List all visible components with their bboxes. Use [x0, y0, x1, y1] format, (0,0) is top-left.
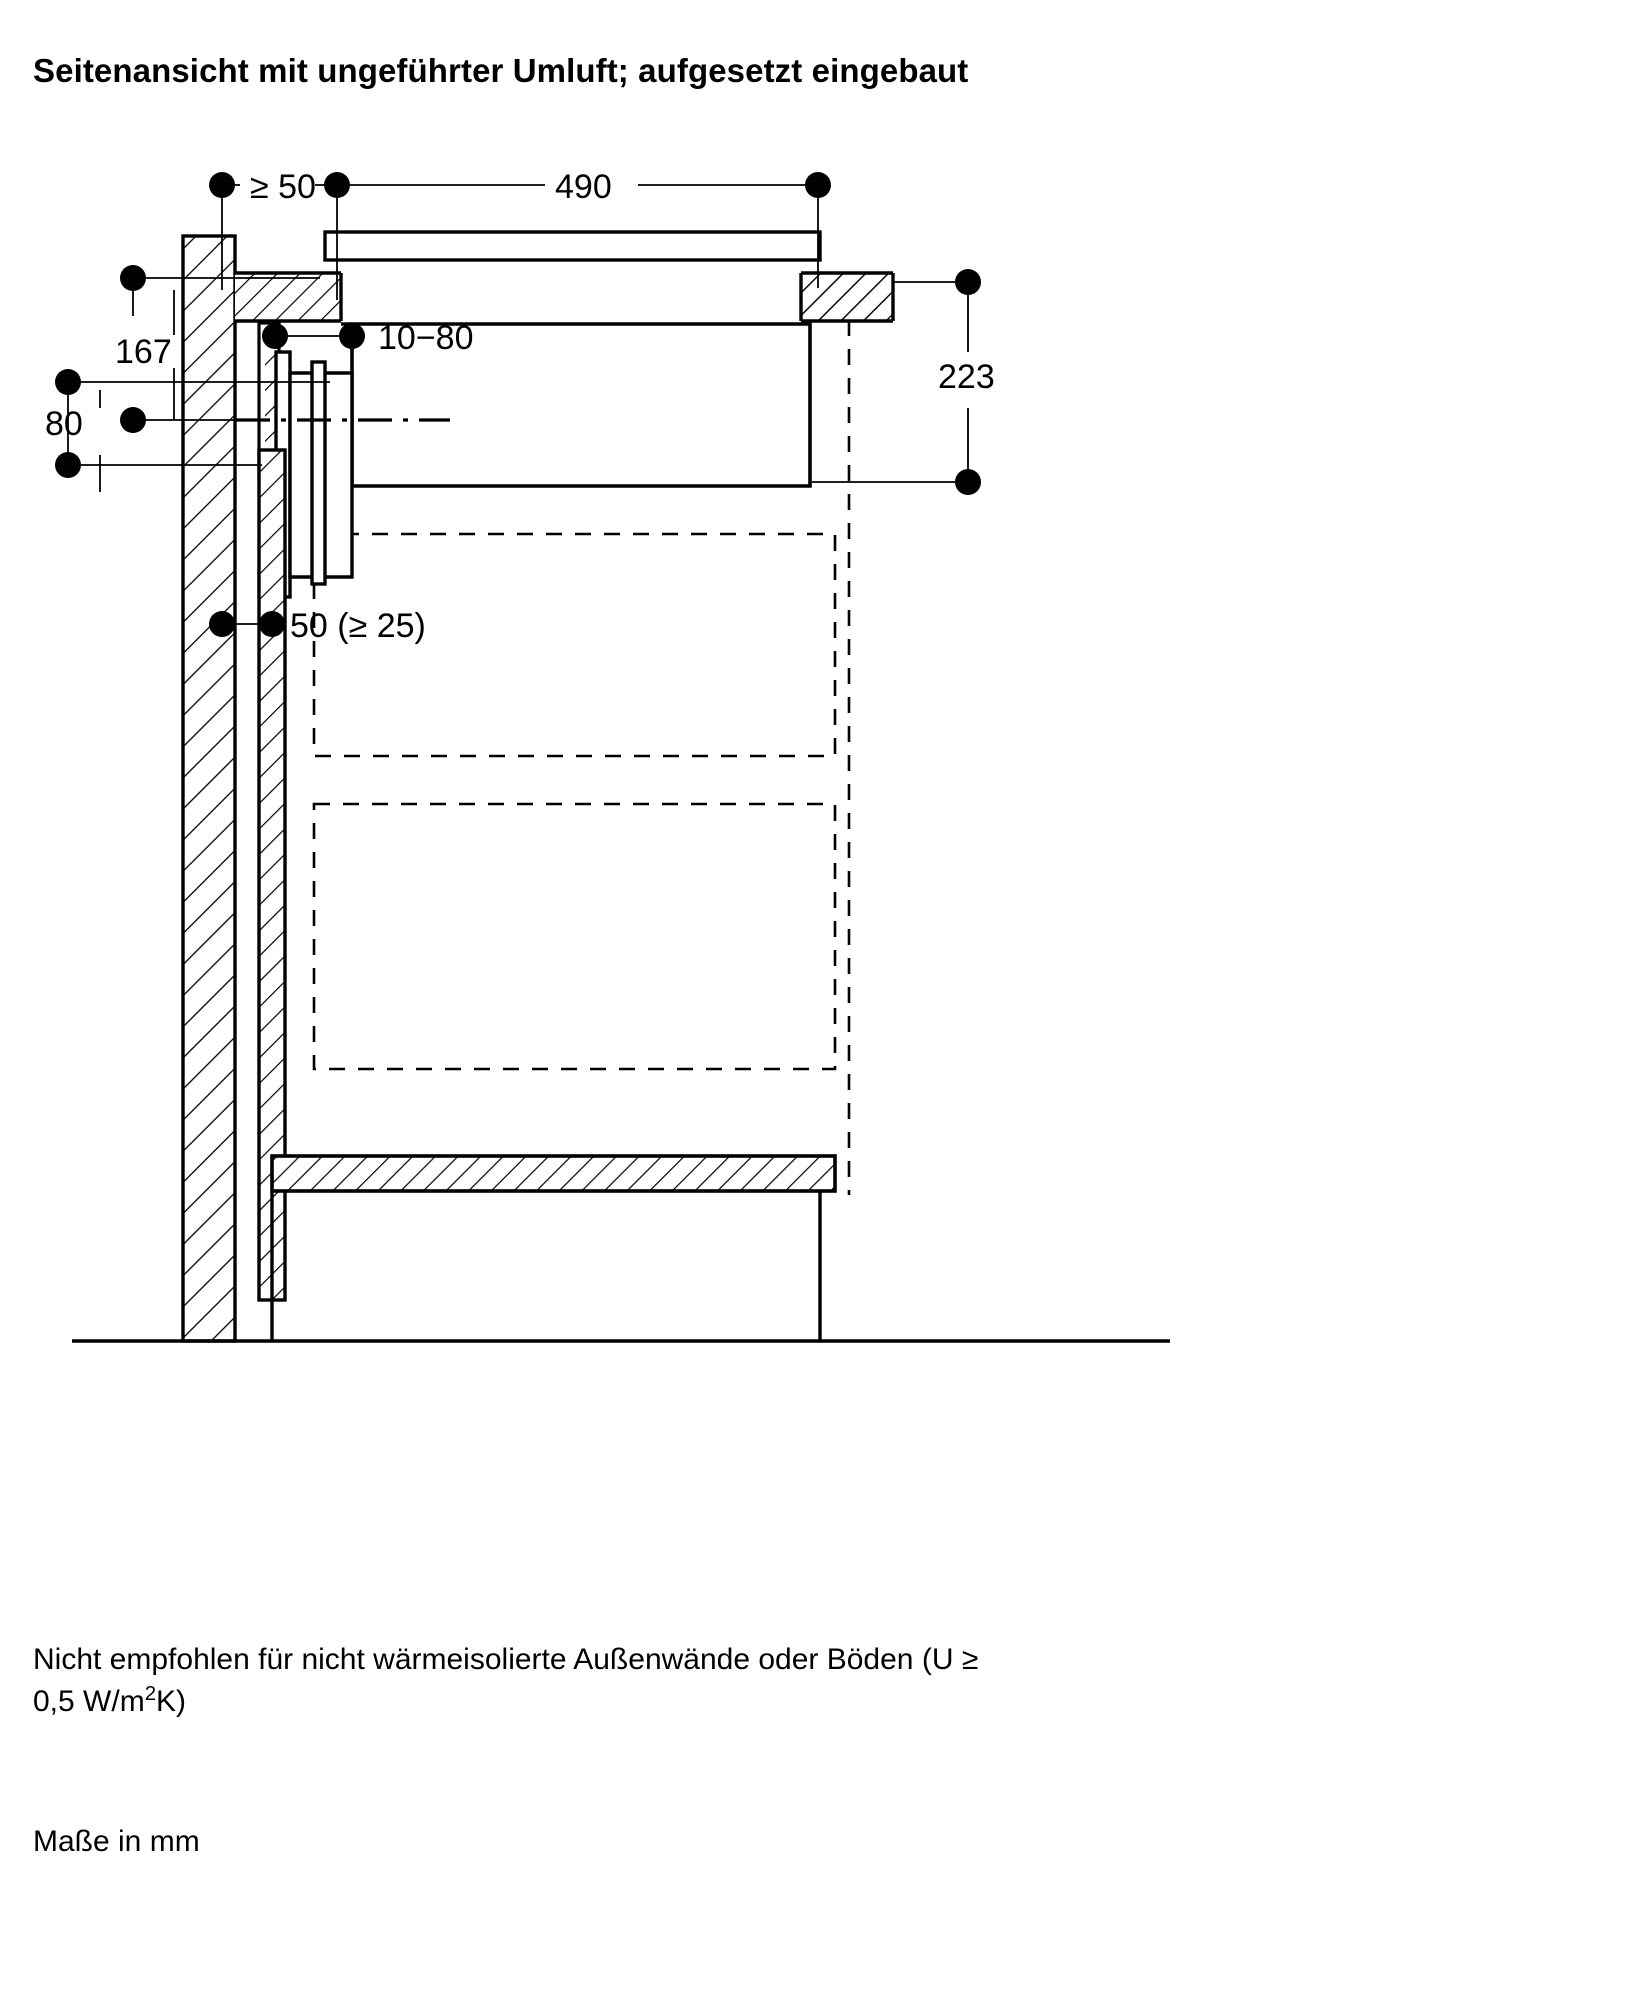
dim-dot — [262, 323, 288, 349]
recommendation-note: Nicht empfohlen für nicht wärmeisolierte… — [33, 1640, 1463, 1722]
side-view-diagram: ≥ 50 490 167 — [45, 168, 1170, 1343]
hidden-outlines — [312, 320, 851, 1195]
note-line-2-post: K) — [156, 1684, 187, 1718]
note-line-2-pre: 0,5 W/m — [33, 1684, 145, 1718]
dim-label-80: 80 — [45, 405, 83, 443]
note-line-1: Nicht empfohlen für nicht wärmeisolierte… — [33, 1643, 979, 1676]
dimension-width — [337, 184, 819, 288]
plinth — [270, 1191, 822, 1341]
note-superscript: 2 — [144, 1682, 157, 1705]
dim-label-wall-clearance: ≥ 50 — [250, 168, 316, 206]
dim-dot — [339, 323, 365, 349]
dim-dot — [955, 469, 981, 495]
dim-dot — [209, 611, 235, 637]
cabinet-bottom-shelf — [270, 1154, 837, 1193]
units-note: Maße in mm — [33, 1825, 200, 1858]
page-title: Seitenansicht mit ungeführter Umluft; au… — [33, 52, 969, 89]
wall-section — [181, 234, 237, 1343]
dim-dot — [55, 369, 81, 395]
dim-label-width: 490 — [555, 168, 612, 206]
dim-dot — [259, 611, 285, 637]
dim-dot — [55, 452, 81, 478]
worktop-section — [235, 270, 895, 324]
dim-dot — [120, 265, 146, 291]
dim-label-167: 167 — [115, 333, 172, 371]
dim-label-duct-depth: 10−80 — [378, 319, 474, 357]
dim-dot — [120, 407, 146, 433]
hob-plate — [323, 230, 822, 262]
dim-dot — [955, 269, 981, 295]
dim-label-223: 223 — [938, 358, 995, 396]
dim-dot — [805, 172, 831, 198]
dim-label-gap: 50 (≥ 25) — [290, 607, 426, 645]
dim-dot — [209, 172, 235, 198]
drawing-canvas: ≥ 50 490 167 — [0, 120, 1643, 1540]
